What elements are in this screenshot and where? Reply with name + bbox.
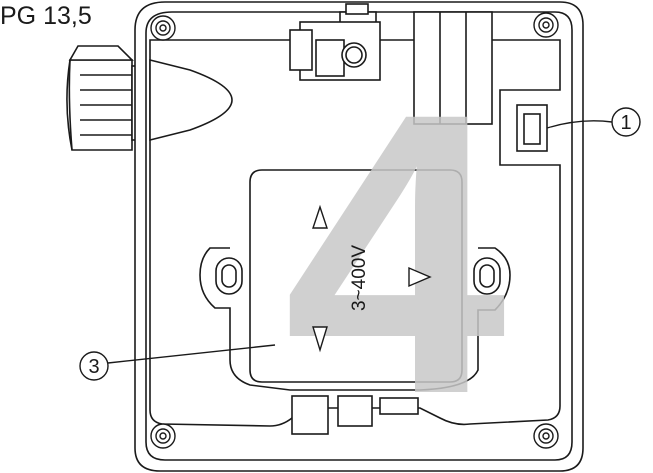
gland-edge [66,59,73,151]
corner-screws [150,12,559,449]
callout-3-circle [79,351,109,381]
arrow-up-icon [312,204,328,229]
callout-3: 3 [79,344,276,381]
mounting-slots [215,257,501,295]
arrow-down-icon [312,326,328,353]
slot-left-inner [221,264,237,288]
center-plate [249,169,463,383]
bottom-block-3 [379,397,419,415]
component-1-switch [523,113,541,145]
terminal-strip [413,11,493,125]
screw-bottom-right [533,423,559,449]
housing-cavity [149,39,561,427]
cable-entry [149,58,233,142]
cable-gland [66,45,143,151]
callout-1-leader [546,120,613,129]
connector-latch [345,3,369,15]
callout-1-circle [611,107,641,137]
housing-rim [145,11,573,461]
direction-arrows [312,204,432,353]
screw-bottom-left [150,423,176,449]
bottom-block-1 [291,395,329,435]
bottom-blocks [291,395,419,435]
screw-top-left [150,15,176,41]
callout-1: 1 [546,107,641,137]
terminal-strip-body [413,11,493,125]
component-1 [516,104,548,152]
connector-screw-inner [345,46,363,64]
gland-size-label: PG 13,5 [0,2,92,30]
center-recess [199,247,511,391]
slot-right-inner [479,264,495,288]
screw-top-right [533,12,559,38]
voltage-label: 3~400V [349,245,370,311]
callout-3-number: 3 [88,356,99,378]
bottom-block-2 [337,395,373,427]
callout-1-number: 1 [620,112,631,134]
connector-clamp [315,39,345,77]
arrow-right-icon [408,266,432,288]
gland-top [68,45,134,61]
top-connector [289,3,381,81]
callout-3-leader [107,344,276,364]
connector-side [289,29,313,71]
